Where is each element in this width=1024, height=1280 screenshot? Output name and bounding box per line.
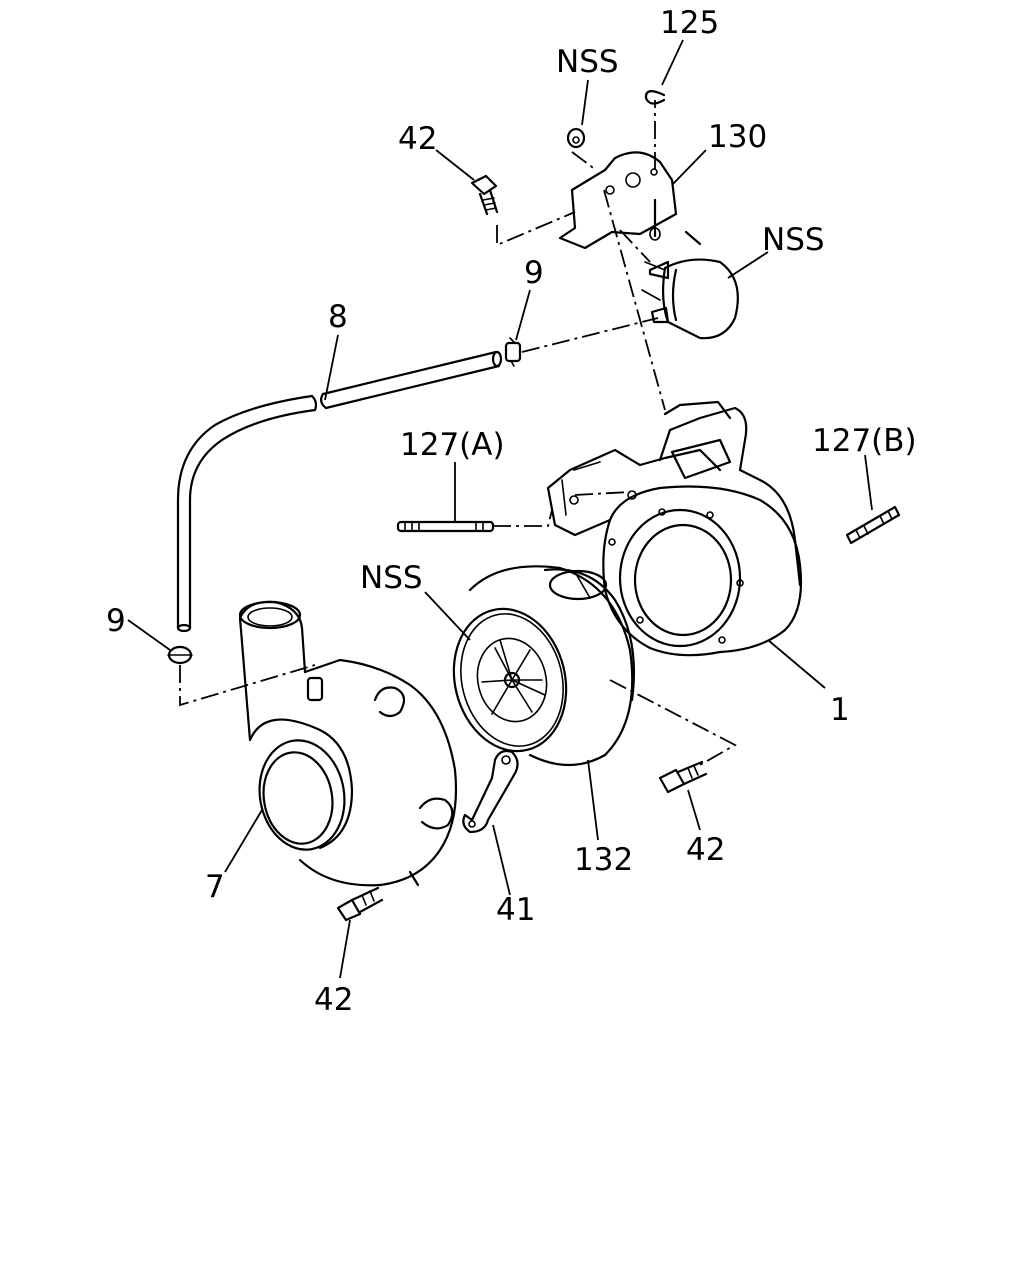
- label-127b: 127(B): [812, 423, 917, 459]
- bolt-42-bottom: [336, 886, 384, 922]
- leader-lines: [127, 39, 873, 979]
- wastegate-bracket-130: [558, 151, 678, 250]
- label-nss-ring: NSS: [360, 560, 423, 596]
- hose-clamp-9-top: [504, 337, 522, 367]
- label-132: 132: [574, 842, 633, 878]
- center-cartridge-part-132: [468, 565, 636, 767]
- label-125: 125: [660, 5, 719, 41]
- stud-127a: [396, 520, 495, 533]
- label-42-right: 42: [686, 832, 725, 868]
- label-9-top: 9: [524, 255, 544, 291]
- label-127a: 127(A): [400, 427, 505, 463]
- label-7: 7: [205, 869, 225, 905]
- washer-nss-top: [566, 127, 586, 149]
- stud-127b: [845, 505, 901, 545]
- label-9-left: 9: [106, 603, 126, 639]
- part-labels: 125 NSS 130 42 NSS 9 8 127(A) 127(B) NSS…: [106, 5, 917, 1018]
- compressor-wheel: [476, 637, 548, 723]
- label-42-top: 42: [398, 121, 437, 157]
- compressor-housing-part-7: [238, 600, 458, 887]
- label-41: 41: [496, 892, 535, 928]
- label-nss-actuator: NSS: [762, 222, 825, 258]
- label-1: 1: [830, 692, 850, 728]
- o-ring-nss: [452, 607, 568, 753]
- turbine-housing-part-1: [546, 400, 803, 657]
- label-130: 130: [708, 119, 767, 155]
- wastegate-actuator: [641, 198, 739, 340]
- hose-part-8: [176, 350, 503, 633]
- label-nss-top: NSS: [556, 44, 619, 80]
- label-8: 8: [328, 299, 348, 335]
- bolt-42-right: [658, 760, 708, 794]
- hose-clamp-9-left: [167, 645, 193, 665]
- bolt-42-top: [470, 174, 499, 216]
- clip-125: [644, 90, 666, 105]
- clamp-plate-41: [462, 749, 519, 834]
- label-42-bottom: 42: [314, 982, 353, 1018]
- assembly-lines: [179, 100, 737, 766]
